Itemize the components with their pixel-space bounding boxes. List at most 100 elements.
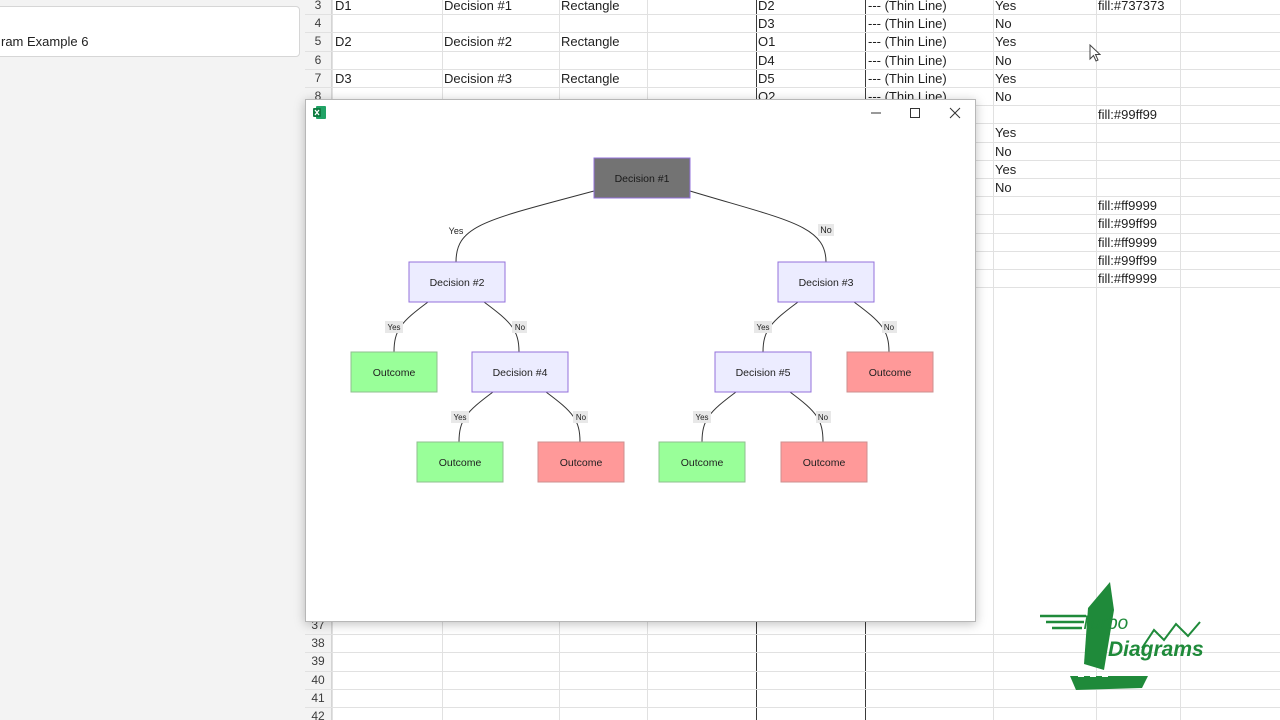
table-row[interactable]: 40	[305, 671, 1280, 690]
edge-label-d3-d5: Yes	[756, 323, 769, 332]
node-decision-1-label: Decision #1	[615, 173, 670, 185]
table-cell[interactable]: fill:#ff9999	[1098, 198, 1158, 214]
mouse-cursor-icon	[1089, 44, 1101, 62]
table-cell[interactable]: Decision #3	[444, 70, 512, 86]
row-header[interactable]: 40	[305, 671, 332, 689]
table-cell[interactable]: Rectangle	[561, 0, 620, 13]
table-cell[interactable]: Decision #1	[444, 0, 512, 13]
node-outcome-4-label: Outcome	[560, 457, 603, 469]
table-cell[interactable]: --- (Thin Line)	[868, 70, 947, 86]
table-cell[interactable]: No	[995, 89, 1012, 104]
node-outcome-1-label: Outcome	[373, 367, 416, 379]
table-cell[interactable]: Yes	[995, 161, 1017, 177]
node-outcome-3-label: Outcome	[439, 457, 482, 469]
row-header[interactable]: 3	[305, 0, 332, 15]
node-decision-3-label: Decision #3	[799, 277, 854, 289]
table-cell[interactable]: No	[995, 143, 1012, 159]
table-cell[interactable]: D3	[758, 16, 775, 32]
table-cell[interactable]: Yes	[995, 70, 1017, 86]
node-outcome-4	[537, 441, 625, 483]
column-divider	[1180, 0, 1181, 720]
table-cell[interactable]: No	[995, 52, 1012, 68]
table-cell[interactable]: D4	[758, 52, 775, 68]
table-row[interactable]: 42	[305, 708, 1280, 720]
table-cell[interactable]: D2	[335, 34, 352, 50]
table-cell[interactable]: O1	[758, 34, 776, 50]
diagram-preview-window[interactable]: Yes No Yes No Yes No Yes No Yes No Decis…	[305, 99, 976, 622]
table-cell[interactable]: D2	[758, 0, 775, 13]
table-cell[interactable]: Yes	[995, 0, 1017, 13]
node-decision-5	[714, 351, 812, 393]
minimize-button[interactable]	[861, 102, 891, 124]
diagram-list-item[interactable]: ram Example 6	[0, 6, 300, 57]
table-cell[interactable]: fill:#ff9999	[1098, 234, 1158, 250]
table-row[interactable]: 6 D4 --- (Thin Line) No	[305, 51, 1280, 70]
table-cell[interactable]: D3	[335, 70, 352, 86]
edge-d1-d2	[455, 190, 595, 263]
node-outcome-2-label: Outcome	[869, 367, 912, 379]
node-decision-4	[471, 351, 569, 393]
edge-label-d3-o2: No	[884, 323, 895, 332]
row-header[interactable]: 38	[305, 635, 332, 653]
table-cell[interactable]: Yes	[995, 34, 1017, 50]
node-outcome-3	[416, 441, 504, 483]
table-cell[interactable]: Rectangle	[561, 34, 620, 50]
node-outcome-6-label: Outcome	[803, 457, 846, 469]
logo-word-turbo: Turbo	[1080, 613, 1128, 634]
node-decision-2	[408, 261, 506, 303]
node-outcome-5-label: Outcome	[681, 457, 724, 469]
excel-icon	[313, 106, 326, 119]
edge-d2-d4	[483, 301, 520, 353]
table-cell[interactable]: fill:#99ff99	[1098, 216, 1158, 232]
table-cell[interactable]: Rectangle	[561, 70, 620, 86]
node-decision-5-label: Decision #5	[736, 367, 791, 379]
column-divider	[993, 0, 994, 720]
table-row[interactable]: 4 D3 --- (Thin Line) No	[305, 15, 1280, 34]
table-row[interactable]: 39	[305, 653, 1280, 672]
table-cell[interactable]: --- (Thin Line)	[868, 52, 947, 68]
table-row[interactable]: 38	[305, 635, 1280, 654]
row-header[interactable]: 41	[305, 689, 332, 707]
table-cell[interactable]: fill:#99ff99	[1098, 252, 1158, 268]
edge-label-d4-o3: Yes	[453, 413, 466, 422]
task-pane: ram Example 6	[0, 0, 305, 720]
row-header[interactable]: 42	[305, 708, 332, 720]
row-header[interactable]: 39	[305, 653, 332, 671]
row-header[interactable]: 6	[305, 51, 332, 69]
table-cell[interactable]: --- (Thin Line)	[868, 16, 947, 32]
table-cell[interactable]: Decision #2	[444, 34, 512, 50]
table-cell[interactable]: No	[995, 180, 1012, 195]
edge-label-d2-d4: No	[515, 323, 526, 332]
edge-label-d1-d3: No	[820, 225, 832, 235]
close-button[interactable]	[940, 102, 970, 124]
table-cell[interactable]: D5	[758, 70, 775, 86]
maximize-button[interactable]	[900, 102, 930, 124]
row-header[interactable]: 4	[305, 15, 332, 33]
node-decision-1	[593, 157, 691, 199]
edge-label-d1-d2: Yes	[449, 226, 464, 236]
edge-d3-o2	[853, 301, 890, 353]
row-header[interactable]: 5	[305, 33, 332, 51]
table-cell[interactable]: --- (Thin Line)	[868, 0, 947, 13]
maximize-icon	[910, 108, 920, 118]
table-cell[interactable]: fill:#99ff99	[1098, 107, 1158, 123]
table-cell[interactable]: No	[995, 16, 1012, 32]
table-row[interactable]: 41	[305, 689, 1280, 708]
turbo-diagrams-logo: Turbo Diagrams	[1040, 582, 1204, 690]
table-cell[interactable]: D1	[335, 0, 352, 13]
table-cell[interactable]: fill:#ff9999	[1098, 271, 1158, 286]
edge-label-d4-o4: No	[576, 413, 587, 422]
table-cell[interactable]: Yes	[995, 125, 1017, 141]
edge-label-d5-o6: No	[818, 413, 829, 422]
table-cell[interactable]: fill:#737373	[1098, 0, 1165, 13]
decision-tree-diagram: Yes No Yes No Yes No Yes No Yes No Decis…	[350, 157, 934, 483]
row-header[interactable]: 7	[305, 69, 332, 87]
edge-label-d2-o1: Yes	[387, 323, 400, 332]
logo-word-diagrams: Diagrams	[1108, 638, 1204, 661]
node-decision-3	[777, 261, 875, 303]
table-cell[interactable]: --- (Thin Line)	[868, 34, 947, 50]
node-outcome-6	[780, 441, 868, 483]
